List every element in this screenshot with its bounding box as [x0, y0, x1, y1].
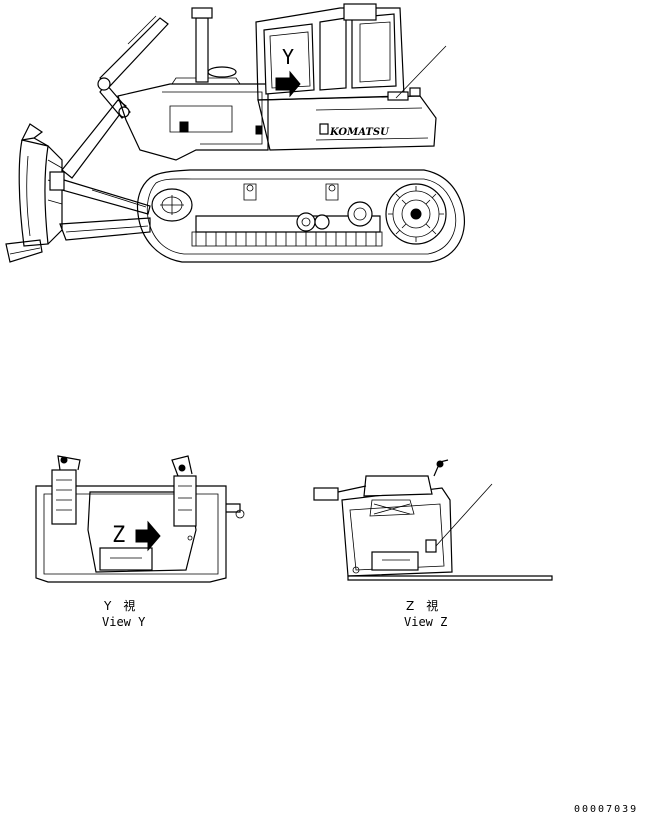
rear-body: KOMATSU: [257, 87, 437, 151]
track-frame: [195, 183, 381, 233]
leader-line-view-z: [435, 483, 493, 547]
engine-hood: [117, 66, 269, 161]
view-y-caption-en: View Y: [102, 615, 146, 629]
bulldozer-side-view: Y KOMATSU: [5, 3, 466, 263]
panel-label-z: Z: [112, 523, 125, 548]
exhaust-pipe: [191, 7, 213, 83]
operator-cab: Y: [255, 3, 405, 101]
view-z-caption-en: View Z: [404, 615, 447, 629]
view-y-caption-jp: Y 視: [103, 598, 135, 613]
panel-arrow-icon: [135, 520, 161, 552]
drawing-number: 00007039: [574, 804, 638, 815]
front-idler: [151, 188, 193, 222]
door-arrow-icon: [275, 70, 301, 98]
komatsu-logo: KOMATSU: [329, 127, 390, 138]
view-z-caption-jp: Z 視: [406, 598, 438, 613]
leader-line-main: [395, 45, 447, 99]
sprocket: [385, 183, 447, 245]
view-y-drawing: Z Y 視 View Y: [35, 455, 245, 629]
track-shoes: [191, 231, 383, 247]
view-z-drawing: Z 視 View Z: [313, 459, 553, 629]
door-label-y: Y: [282, 45, 294, 69]
blade: [5, 123, 65, 263]
